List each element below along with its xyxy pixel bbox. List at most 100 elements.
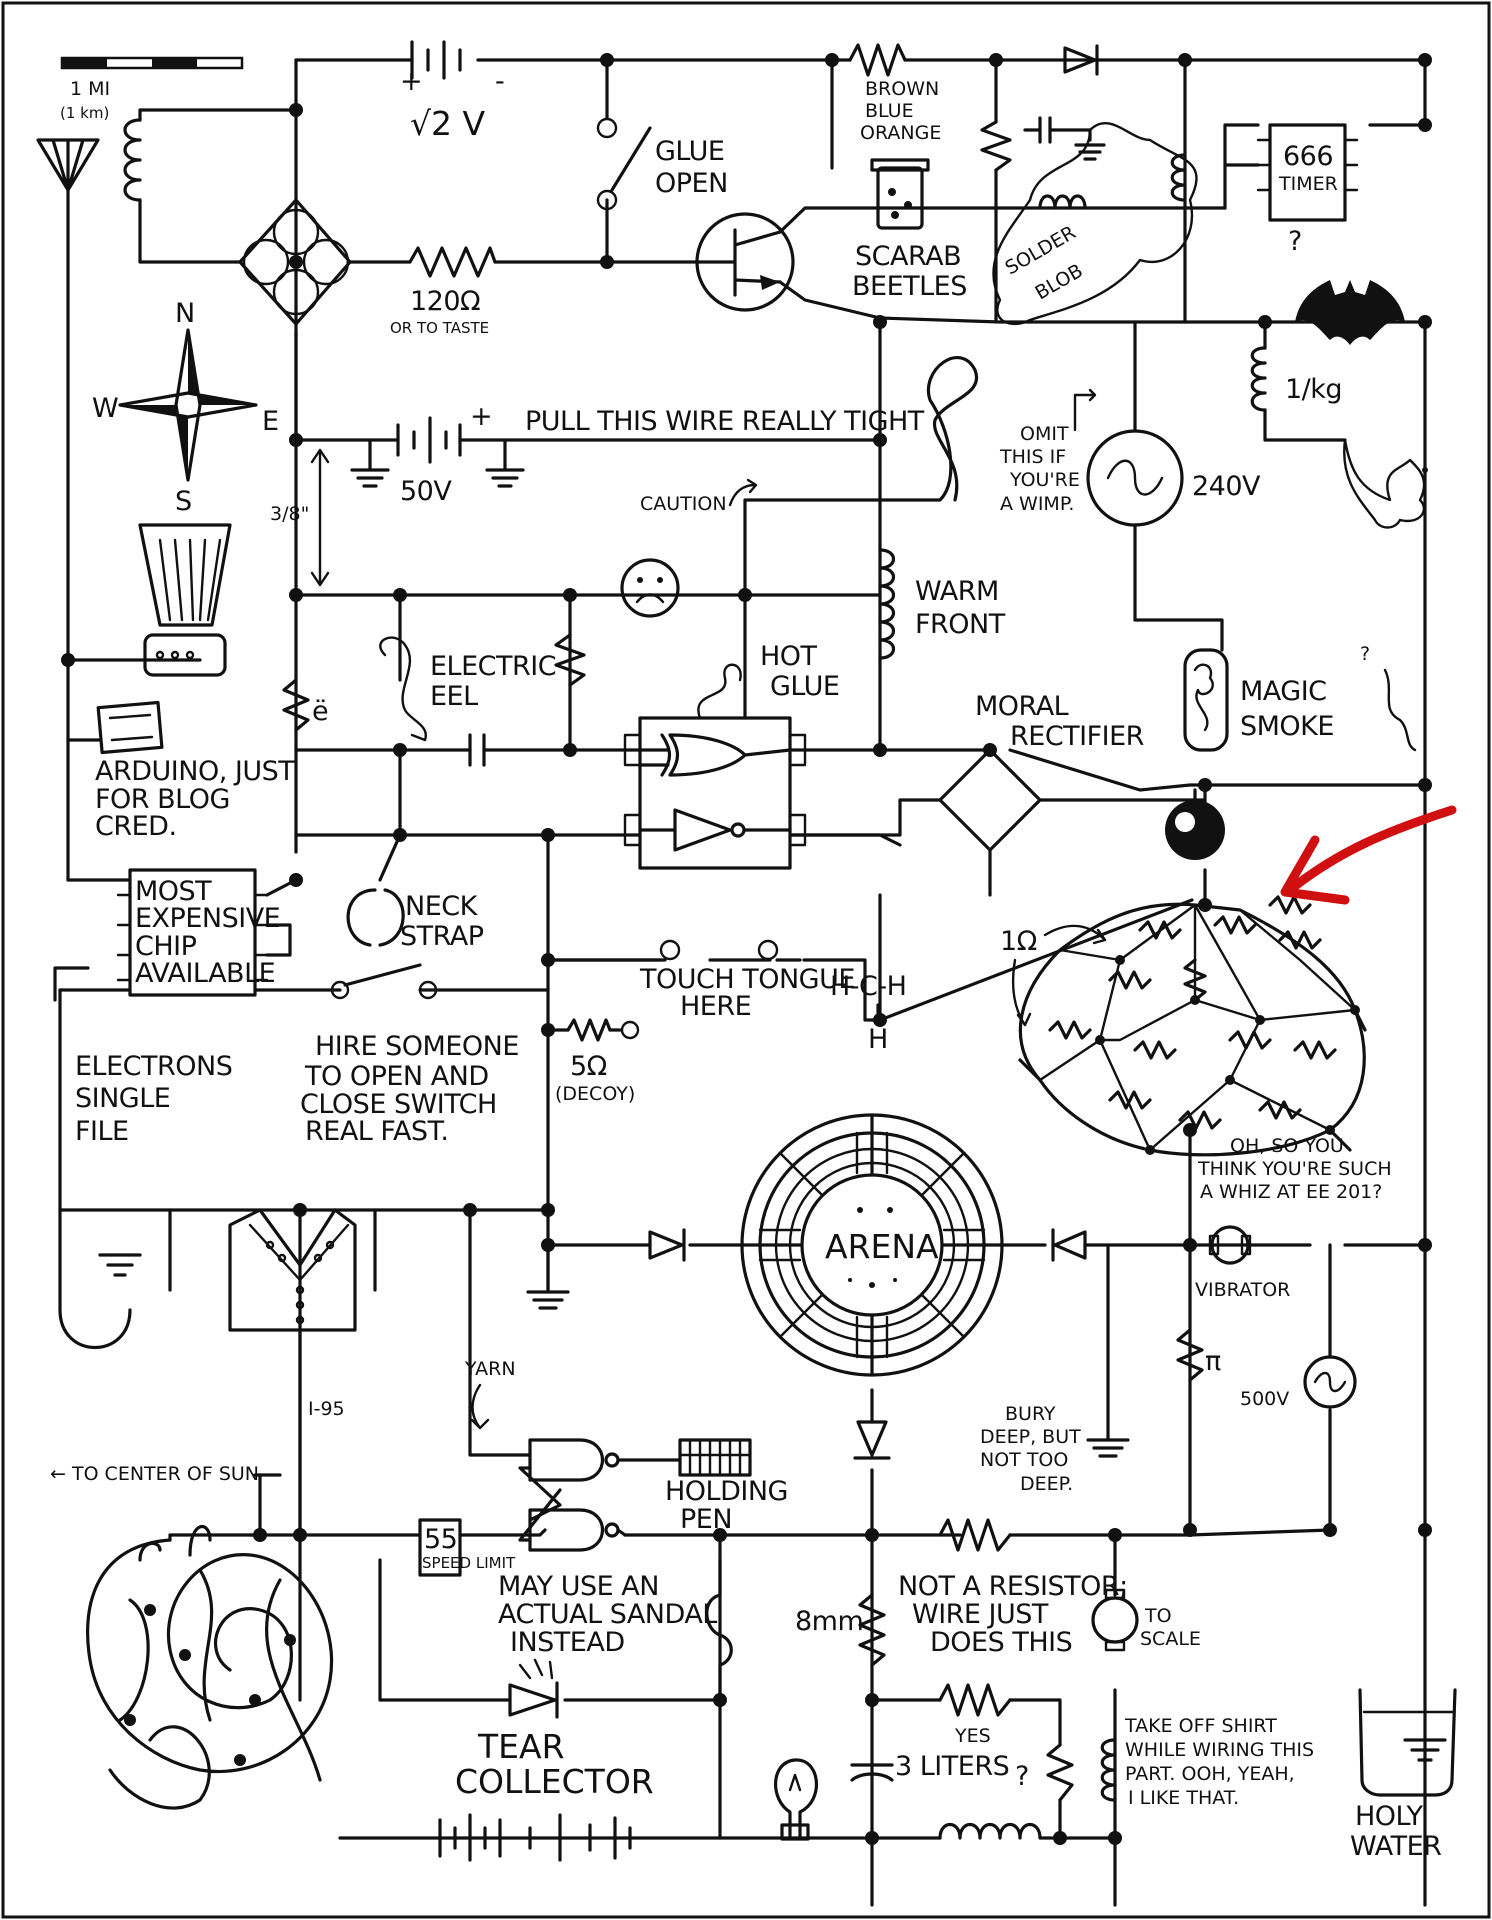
r120-label: 120Ω bbox=[410, 286, 480, 317]
ac-500v-source: 500V bbox=[1240, 1355, 1357, 1410]
speed-limit-sign-icon: 55 SPEED LIMIT bbox=[418, 1518, 516, 1577]
resistor-color-2: BLUE bbox=[865, 100, 914, 122]
speed-label-1: 55 bbox=[424, 1524, 457, 1555]
r120-sub-label: OR TO TASTE bbox=[390, 319, 489, 337]
warm-label-1: WARM bbox=[915, 576, 999, 607]
timer-wire bbox=[1223, 123, 1260, 210]
one-ohm-label: 1Ω bbox=[1000, 926, 1037, 957]
ground-bury: BURY DEEP, BUT NOT TOO DEEP. bbox=[980, 1403, 1130, 1495]
moral-rectifier: MORAL RECTIFIER bbox=[938, 691, 1144, 852]
bury-label-4: DEEP. bbox=[1020, 1473, 1073, 1495]
sun-arrow: ← TO CENTER OF SUN bbox=[50, 1463, 282, 1485]
battery50-label: 50V bbox=[400, 476, 452, 507]
magic-label-2: SMOKE bbox=[1240, 711, 1334, 742]
scale-bar: 1 MI (1 km) bbox=[60, 56, 244, 122]
shirt-label-2: WHILE WIRING THIS bbox=[1125, 1739, 1314, 1761]
hire-label-2: TO OPEN AND bbox=[304, 1061, 489, 1092]
vibrator-label: VIBRATOR bbox=[1195, 1279, 1290, 1301]
chip-label-2: EXPENSIVE bbox=[135, 903, 280, 934]
eight-mm-label: 8mm bbox=[795, 1606, 863, 1637]
liters-label: 3 LITERS bbox=[895, 1751, 1009, 1782]
glue-label-1: GLUE bbox=[655, 136, 724, 167]
resistor-vertical-570 bbox=[554, 633, 586, 687]
compass-w: W bbox=[92, 393, 118, 424]
squirrel-icon bbox=[1343, 438, 1428, 529]
battery-50v-icon: + 50V bbox=[350, 401, 525, 507]
resistor-120-ohm: 120Ω OR TO TASTE bbox=[390, 246, 497, 337]
hire-label-3: CLOSE SWITCH bbox=[300, 1089, 497, 1120]
compass-n: N bbox=[175, 298, 195, 329]
battery-chain bbox=[438, 1813, 632, 1862]
wires bbox=[53, 58, 1427, 1907]
decoy-label-1: 5Ω bbox=[570, 1051, 607, 1082]
magic-label-1: MAGIC bbox=[1240, 676, 1327, 707]
scale-mi-label: 1 MI bbox=[70, 78, 110, 100]
potentiometer bbox=[980, 116, 1106, 172]
coil-bottom bbox=[938, 1822, 1062, 1840]
tear-label-2: COLLECTOR bbox=[455, 1762, 654, 1801]
glue-label-2: OPEN bbox=[655, 168, 728, 199]
speed-label-2: SPEED LIMIT bbox=[422, 1554, 516, 1572]
timer-label-1: 666 bbox=[1283, 141, 1333, 172]
arduino-icon: ARDUINO, JUST FOR BLOG CRED. bbox=[95, 700, 296, 842]
resistor-8mm: 8mm bbox=[795, 1593, 886, 1667]
touch-label-2: HERE bbox=[680, 991, 751, 1022]
moral-label-1: MORAL bbox=[975, 691, 1069, 722]
nand-gate-icon: YARN bbox=[464, 1358, 682, 1552]
sandal-label-1: MAY USE AN bbox=[498, 1571, 659, 1602]
battery-sqrt2-icon: + - √2 V bbox=[400, 40, 505, 143]
diode-icon-arena-below bbox=[853, 1420, 891, 1460]
hot-glue-label-1: HOT bbox=[760, 641, 818, 672]
timer-question: ? bbox=[1288, 226, 1302, 257]
bury-label-2: DEEP, BUT bbox=[980, 1426, 1081, 1448]
bridge-diamond bbox=[238, 198, 352, 326]
touch-tongue-contacts: TOUCH TONGUE HERE bbox=[546, 939, 855, 1022]
ac-500v-label: 500V bbox=[1240, 1388, 1289, 1410]
motor-icon-to-scale: TO SCALE bbox=[1091, 1588, 1201, 1652]
three-eighths-marker: 3/8" bbox=[270, 448, 330, 587]
moral-label-2: RECTIFIER bbox=[1010, 721, 1144, 752]
yarn-label: YARN bbox=[464, 1358, 516, 1380]
hire-label-1: HIRE SOMEONE bbox=[315, 1031, 519, 1062]
battery-sqrt2-label: √2 V bbox=[410, 104, 486, 143]
warm-label-2: FRONT bbox=[915, 609, 1006, 640]
notres-label-1: NOT A RESISTOR; bbox=[898, 1571, 1128, 1602]
shirt-label-1: TAKE OFF SHIRT bbox=[1124, 1715, 1277, 1737]
ac-240v-source: 240V OMIT THIS IF YOU'RE A WIMP. bbox=[999, 388, 1262, 527]
yes-label: YES bbox=[954, 1725, 991, 1747]
red-arrow-icon bbox=[1280, 805, 1457, 905]
holding-label-1: HOLDING bbox=[665, 1476, 788, 1507]
warm-front-coil: WARM FRONT bbox=[878, 548, 1006, 660]
capacitor-icon bbox=[468, 733, 486, 767]
lightbulb-icon bbox=[774, 1758, 818, 1841]
scarab-label-2: BEETLES bbox=[852, 271, 967, 302]
caution-loop-wire: CAUTION bbox=[640, 356, 979, 597]
scarab-label-1: SCARAB bbox=[855, 241, 961, 272]
methane-label: H-C-H bbox=[830, 971, 906, 1002]
holy-label-2: WATER bbox=[1350, 1831, 1441, 1862]
notres-label-2: WIRE JUST bbox=[912, 1599, 1049, 1630]
logic-block bbox=[623, 663, 807, 870]
electric-eel-icon: ELECTRIC EEL bbox=[379, 636, 557, 742]
capacitor-3-liters: 3 LITERS bbox=[850, 1751, 1010, 1782]
coil-1-kg: 1/kg bbox=[1250, 346, 1343, 412]
compass-icon: N S W E bbox=[92, 298, 279, 517]
bury-label-3: NOT TOO bbox=[980, 1449, 1068, 1471]
junctions bbox=[61, 53, 1432, 1845]
black-ball-icon bbox=[1165, 788, 1225, 860]
tear-label-1: TEAR bbox=[477, 1727, 565, 1766]
ground-left-loop bbox=[98, 1253, 142, 1277]
bury-label-1: BURY bbox=[1005, 1403, 1056, 1425]
scale-km-label: (1 km) bbox=[60, 104, 109, 122]
resistor-bottom-top bbox=[938, 1518, 1012, 1552]
pull-wire-label: PULL THIS WIRE REALLY TIGHT bbox=[525, 406, 925, 437]
antenna-icon bbox=[36, 138, 100, 192]
resistor-color-1: BROWN bbox=[865, 78, 939, 100]
sandal-label-3: INSTEAD bbox=[510, 1627, 625, 1658]
battery-plus-label: + bbox=[400, 66, 422, 97]
chip-label-1: MOST bbox=[135, 876, 212, 907]
pi-label: π bbox=[1205, 1346, 1221, 1377]
xor-gate-icon bbox=[638, 733, 792, 777]
